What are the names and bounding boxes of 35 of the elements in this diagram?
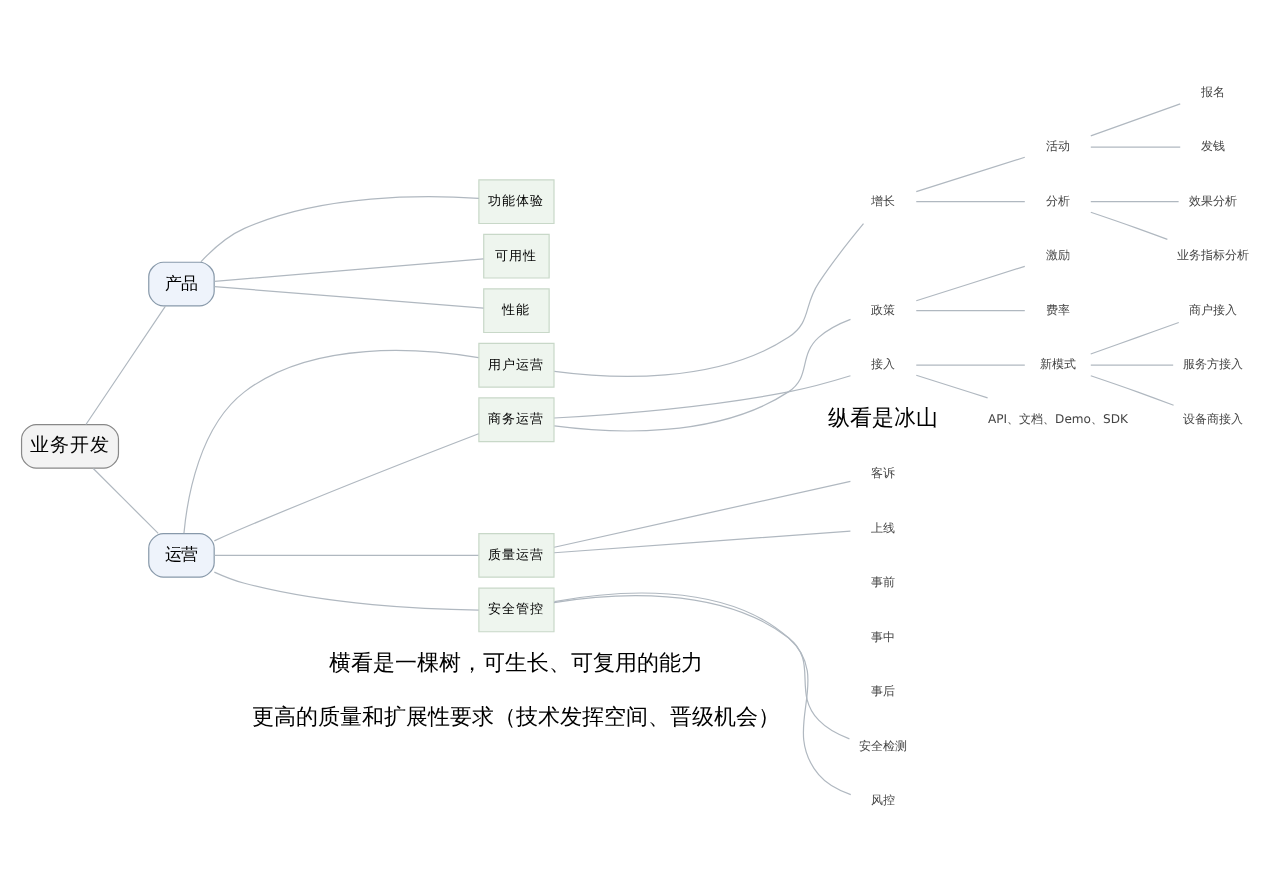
node-box: 产品 (148, 261, 215, 307)
connector (915, 374, 989, 399)
connector (553, 318, 852, 432)
label: 纵看是冰山 (828, 405, 939, 432)
connector (92, 467, 159, 534)
connector (213, 286, 485, 309)
node-box: 业务开发 (20, 424, 120, 469)
connector (915, 156, 1026, 193)
connector (85, 305, 167, 426)
connector (1090, 364, 1174, 366)
connector (915, 265, 1026, 302)
connector (915, 364, 1026, 366)
connector (213, 571, 480, 611)
connector (915, 310, 1026, 312)
connector (1090, 146, 1181, 148)
connector (553, 480, 852, 548)
connector (213, 554, 479, 557)
connector (213, 258, 485, 282)
connector (915, 201, 1026, 203)
connector (553, 595, 851, 740)
label: 横看是一棵树，可生长、可复用的能力 (329, 649, 704, 676)
connector (213, 433, 480, 542)
connector (1090, 201, 1180, 203)
connector (1090, 211, 1168, 240)
node-box: 运营 (148, 533, 215, 578)
connector (1090, 321, 1180, 355)
connector (200, 196, 480, 263)
connector (183, 349, 480, 534)
connector (1090, 103, 1181, 137)
connector (553, 530, 852, 554)
connector (553, 592, 852, 796)
label: 更高的质量和扩展性要求（技术发挥空间、晋级机会） (252, 704, 781, 731)
connector (1090, 375, 1175, 406)
connector (553, 375, 852, 419)
connector (553, 223, 865, 377)
